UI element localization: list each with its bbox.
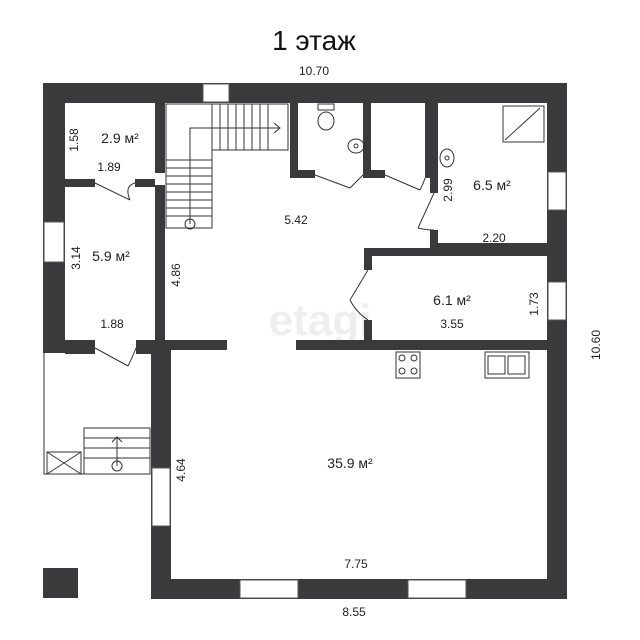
dim-bath-width: 2.20 [482, 231, 506, 245]
dim-room-d-width: 3.55 [440, 317, 464, 331]
floor-title: 1 этаж [272, 25, 356, 56]
dim-hall-width: 5.42 [284, 213, 308, 227]
area-bath: 6.5 м² [473, 177, 511, 193]
area-living: 35.9 м² [327, 455, 373, 471]
area-room-d: 6.1 м² [433, 292, 471, 308]
dim-right-height: 10.60 [589, 330, 603, 360]
dim-stair-height: 4.86 [169, 263, 183, 287]
area-room-a: 2.9 м² [101, 130, 139, 146]
fixtures [317, 103, 545, 379]
outdoor-block [43, 568, 78, 598]
dim-room-a-width: 1.89 [97, 160, 121, 174]
dim-living-width: 7.75 [344, 557, 368, 571]
doors [94, 174, 435, 367]
staircase-top [165, 103, 289, 230]
dim-room-b-height: 3.14 [69, 246, 83, 270]
dim-room-d-height: 1.73 [527, 292, 541, 316]
windows [43, 83, 567, 599]
interior-walls [65, 103, 547, 354]
dim-room-a-height: 1.58 [67, 128, 81, 152]
dim-bottom-width: 8.55 [342, 605, 366, 619]
dim-room-b-width: 1.88 [100, 317, 124, 331]
area-room-b: 5.9 м² [92, 248, 130, 264]
dim-bath-height: 2.99 [441, 178, 455, 202]
dim-living-height: 4.64 [174, 458, 188, 482]
watermark-logo: etagi [269, 296, 372, 345]
dim-top-width: 10.70 [299, 64, 329, 78]
staircase-porch [43, 352, 151, 475]
